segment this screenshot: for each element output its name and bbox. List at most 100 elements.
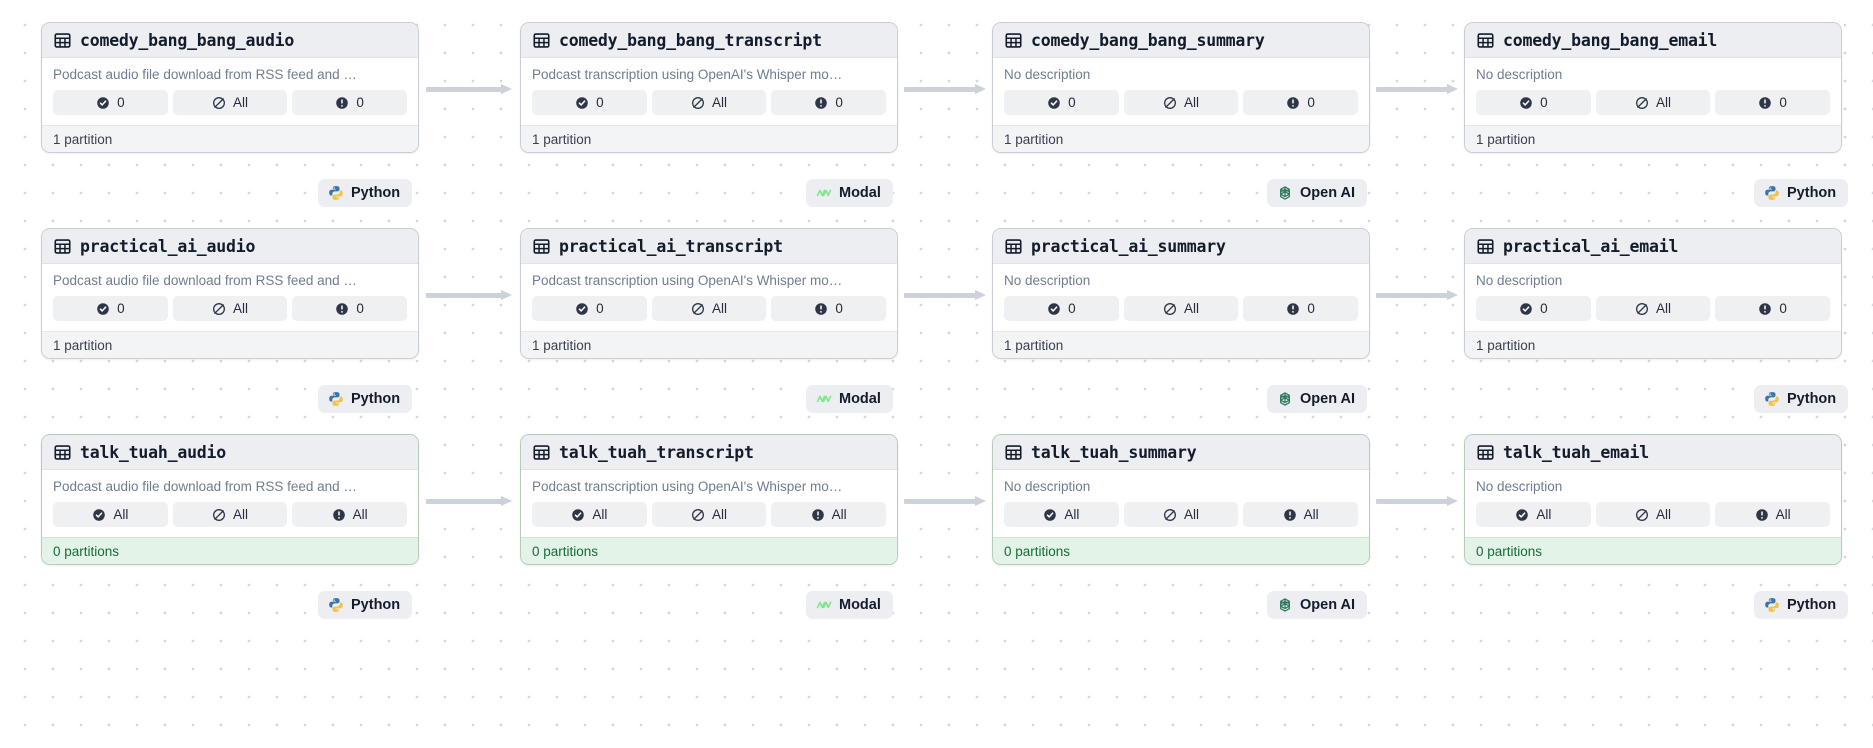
status-chip-value: All: [233, 301, 249, 317]
status-chip-blocked[interactable]: All: [651, 296, 767, 321]
compute-kind-badge[interactable]: Open AI: [1267, 385, 1368, 413]
asset-node-header: practical_ai_summary: [993, 229, 1369, 264]
asset-node-body: Podcast transcription using OpenAI's Whi…: [521, 470, 897, 537]
alert-circle-icon: [814, 96, 828, 110]
status-chip-blocked[interactable]: All: [651, 90, 767, 115]
status-chip-blocked[interactable]: All: [1123, 296, 1239, 321]
status-chip-blocked[interactable]: All: [172, 296, 288, 321]
status-chip-alert[interactable]: All: [1243, 502, 1359, 527]
status-chip-check[interactable]: All: [532, 502, 647, 527]
status-chip-check[interactable]: 0: [1476, 296, 1591, 321]
status-chip-value: 0: [1068, 95, 1076, 111]
status-chip-value: All: [1656, 95, 1672, 111]
status-chip-value: All: [1775, 507, 1791, 523]
status-chip-value: 0: [1307, 301, 1315, 317]
compute-kind-badge[interactable]: Modal: [806, 179, 893, 207]
compute-kind-badge[interactable]: Python: [1754, 591, 1849, 619]
no-entry-circle-icon: [1635, 96, 1649, 110]
arrow-head-icon: [501, 290, 512, 300]
status-chip-blocked[interactable]: All: [1595, 296, 1711, 321]
status-chip-check[interactable]: All: [53, 502, 168, 527]
status-chip-alert[interactable]: All: [771, 502, 887, 527]
status-chip-alert[interactable]: 0: [1715, 90, 1831, 115]
status-chip-blocked[interactable]: All: [1595, 502, 1711, 527]
status-chip-alert[interactable]: 0: [292, 90, 408, 115]
asset-description: No description: [1004, 479, 1091, 494]
status-chip-value: All: [592, 507, 608, 523]
status-chip-check[interactable]: 0: [532, 296, 647, 321]
status-chip-alert[interactable]: 0: [771, 296, 887, 321]
compute-kind-label: Modal: [839, 597, 881, 613]
table-icon: [1005, 32, 1022, 49]
status-chip-value: 0: [596, 95, 604, 111]
status-chip-check[interactable]: 0: [532, 90, 647, 115]
asset-status-row: 0 All 0: [1476, 90, 1831, 115]
compute-kind-badge[interactable]: Open AI: [1267, 179, 1368, 207]
modal-logo-icon: [816, 391, 832, 407]
status-chip-alert[interactable]: 0: [1243, 296, 1359, 321]
status-chip-blocked[interactable]: All: [1123, 90, 1239, 115]
status-chip-blocked[interactable]: All: [172, 502, 288, 527]
status-chip-check[interactable]: 0: [53, 296, 168, 321]
status-chip-alert[interactable]: 0: [1243, 90, 1359, 115]
arrow-shaft: [1376, 293, 1448, 298]
status-chip-blocked[interactable]: All: [651, 502, 767, 527]
asset-name: practical_ai_summary: [1031, 236, 1226, 256]
status-chip-check[interactable]: 0: [1004, 296, 1119, 321]
compute-kind-badge[interactable]: Open AI: [1267, 591, 1368, 619]
status-chip-alert[interactable]: All: [1715, 502, 1831, 527]
status-chip-alert[interactable]: All: [292, 502, 408, 527]
compute-kind-badge[interactable]: Python: [1754, 179, 1849, 207]
status-chip-check[interactable]: All: [1476, 502, 1591, 527]
alert-circle-icon: [335, 96, 349, 110]
status-chip-alert[interactable]: 0: [292, 296, 408, 321]
status-chip-blocked[interactable]: All: [1123, 502, 1239, 527]
status-chip-value: All: [1536, 507, 1552, 523]
status-chip-check[interactable]: All: [1004, 502, 1119, 527]
status-chip-value: 0: [835, 95, 843, 111]
compute-kind-badge[interactable]: Modal: [806, 591, 893, 619]
no-entry-circle-icon: [1163, 96, 1177, 110]
status-chip-value: All: [1656, 507, 1672, 523]
arrow-head-icon: [975, 84, 986, 94]
status-chip-value: 0: [1307, 95, 1315, 111]
status-chip-alert[interactable]: 0: [1715, 296, 1831, 321]
status-chip-check[interactable]: 0: [1476, 90, 1591, 115]
asset-node-header: comedy_bang_bang_transcript: [521, 23, 897, 58]
asset-description: No description: [1476, 67, 1563, 82]
status-chip-check[interactable]: 0: [53, 90, 168, 115]
status-chip-value: All: [1184, 95, 1200, 111]
compute-kind-badge[interactable]: Python: [318, 385, 413, 413]
compute-kind-badge[interactable]: Python: [318, 591, 413, 619]
partition-count: 1 partition: [53, 131, 113, 147]
status-chip-check[interactable]: 0: [1004, 90, 1119, 115]
compute-kind-badge[interactable]: Python: [1754, 385, 1849, 413]
status-chip-alert[interactable]: 0: [771, 90, 887, 115]
status-chip-value: All: [113, 507, 129, 523]
compute-kind-badge[interactable]: Python: [318, 179, 413, 207]
asset-partition-footer: 1 partition: [993, 125, 1369, 152]
compute-kind-badge[interactable]: Modal: [806, 385, 893, 413]
status-chip-blocked[interactable]: All: [172, 90, 288, 115]
status-chip-blocked[interactable]: All: [1595, 90, 1711, 115]
